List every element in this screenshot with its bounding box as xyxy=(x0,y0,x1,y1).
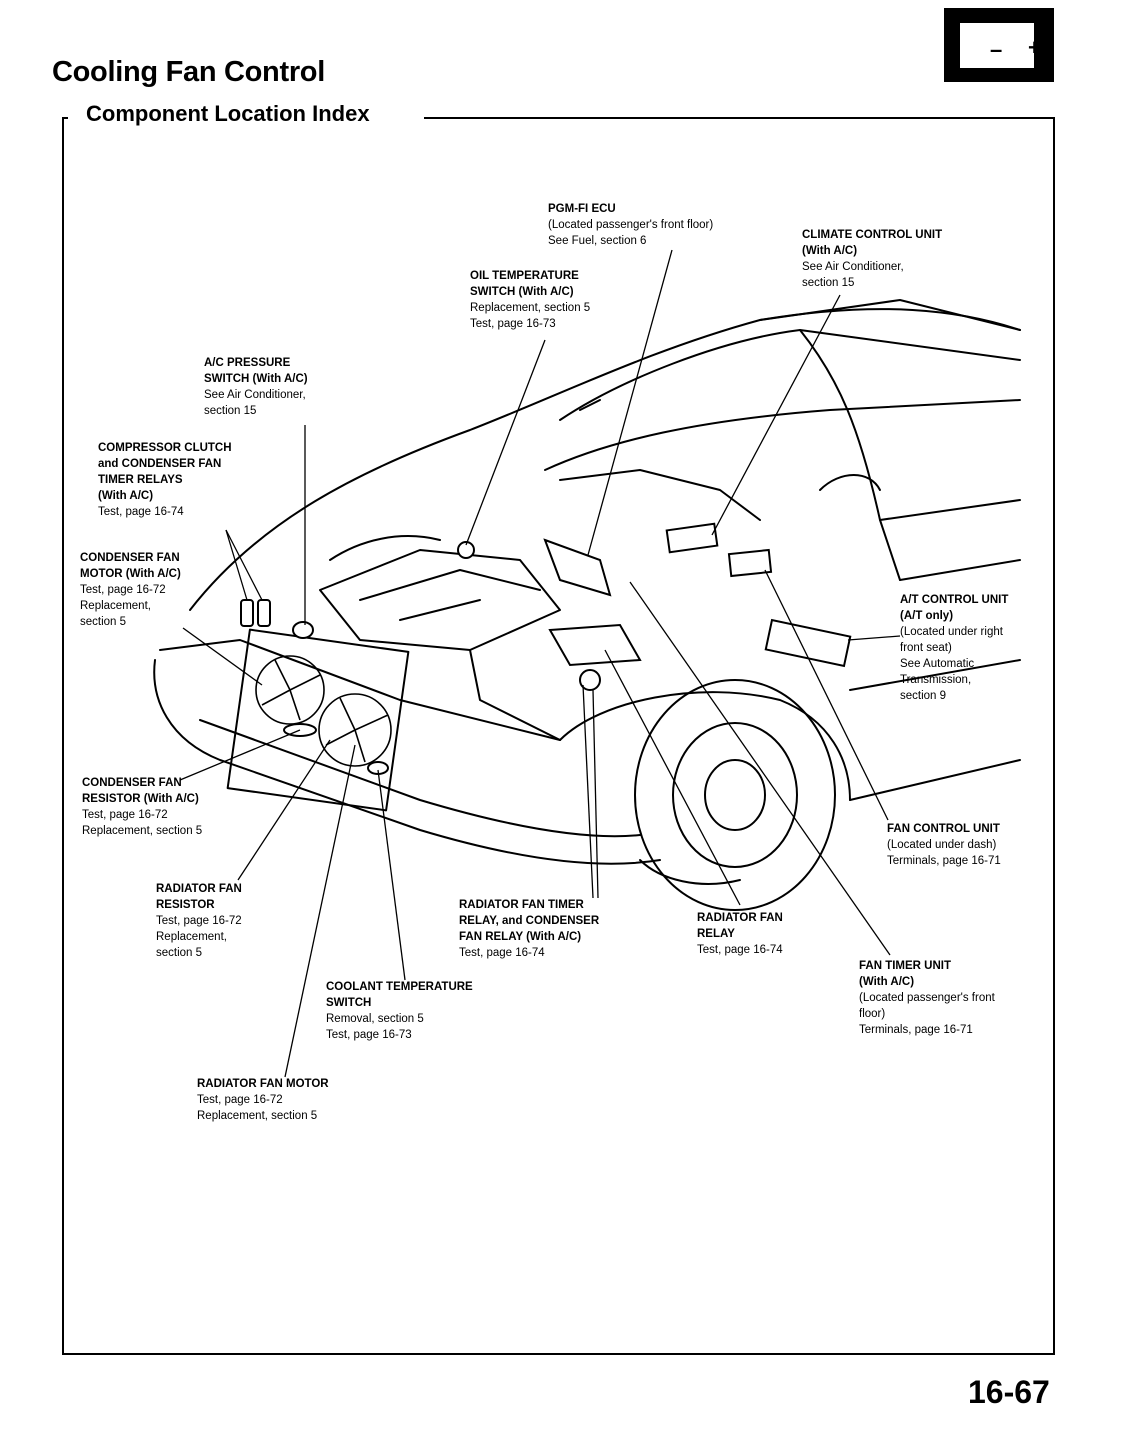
label-climate-control-unit: CLIMATE CONTROL UNIT (With A/C) See Air … xyxy=(802,229,943,289)
fan-timer-box xyxy=(548,623,642,667)
label-pgm-fi-ecu: PGM-FI ECU (Located passenger's front fl… xyxy=(548,203,714,247)
rear-door xyxy=(899,559,1021,581)
radiator-fan xyxy=(318,693,392,767)
roof-line xyxy=(759,308,1021,331)
front-bumper xyxy=(153,659,661,865)
leader-fan-control xyxy=(764,569,889,821)
door-line xyxy=(879,499,1021,521)
windshield-lower xyxy=(544,399,1021,471)
climate-control-box xyxy=(665,522,719,554)
page-title: Cooling Fan Control xyxy=(52,56,325,88)
leader-fan-timer xyxy=(629,581,891,956)
ac-pressure-switch xyxy=(292,621,314,639)
bumper-top xyxy=(159,639,561,741)
front-fender xyxy=(559,691,851,801)
leader-rad-timer-2 xyxy=(592,689,599,899)
section-subtitle: Component Location Index xyxy=(80,101,376,127)
label-radiator-fan-timer-relay: RADIATOR FAN TIMER RELAY, and CONDENSER … xyxy=(459,899,600,959)
fan-control-box xyxy=(727,548,773,578)
label-fan-control-unit: FAN CONTROL UNIT (Located under dash) Te… xyxy=(887,823,1001,867)
condenser-fan xyxy=(255,655,325,725)
windshield xyxy=(559,329,1021,421)
pgm-fi-ecu-box xyxy=(543,538,612,597)
page-number: 16-67 xyxy=(968,1374,1050,1410)
rad-relay-part xyxy=(579,669,601,691)
relay-2 xyxy=(257,599,271,627)
leader-cond-fan-res xyxy=(179,729,301,781)
label-radiator-fan-resistor: RADIATOR FAN RESISTOR Test, page 16-72 R… xyxy=(156,883,242,959)
a-pillar xyxy=(799,329,901,581)
leader-at-control xyxy=(847,635,901,641)
leader-pgm-fi-ecu xyxy=(587,249,673,556)
side-body xyxy=(849,759,1021,801)
leader-oil-temp xyxy=(465,339,546,546)
at-control-box xyxy=(764,618,852,668)
label-oil-temperature-switch: OIL TEMPERATURE SWITCH (With A/C) Replac… xyxy=(470,270,591,330)
front-wheel-inner xyxy=(672,722,798,868)
label-fan-timer-unit: FAN TIMER UNIT (With A/C) (Located passe… xyxy=(859,960,995,1036)
leader-compressor-1 xyxy=(225,529,248,601)
bumper-lower xyxy=(199,719,641,838)
label-coolant-temperature-switch: COOLANT TEMPERATURE SWITCH Removal, sect… xyxy=(326,981,473,1041)
oil-temp-switch xyxy=(457,541,475,559)
front-wheel xyxy=(634,679,836,911)
label-ac-pressure-switch: A/C PRESSURE SWITCH (With A/C) See Air C… xyxy=(204,357,308,417)
radiator-support xyxy=(226,628,410,812)
label-radiator-fan-relay: RADIATOR FAN RELAY Test, page 16-74 xyxy=(697,912,783,956)
leader-rad-fan-motor xyxy=(284,744,356,1078)
leader-compressor-2 xyxy=(225,529,263,601)
label-radiator-fan-motor: RADIATOR FAN MOTOR Test, page 16-72 Repl… xyxy=(197,1078,329,1122)
leader-rad-fan-res xyxy=(237,739,331,881)
leader-climate xyxy=(711,294,841,536)
leader-coolant xyxy=(377,769,406,981)
label-condenser-fan-motor: CONDENSER FAN MOTOR (With A/C) Test, pag… xyxy=(80,552,181,628)
label-compressor-clutch-relays: COMPRESSOR CLUTCH and CONDENSER FAN TIME… xyxy=(98,442,232,518)
diagram-frame xyxy=(62,117,1055,1355)
engine-block xyxy=(319,549,561,651)
battery-icon: – + xyxy=(944,8,1054,82)
fender-edge xyxy=(639,859,741,885)
battery-positive-sign: + xyxy=(1028,35,1041,60)
label-condenser-fan-resistor: CONDENSER FAN RESISTOR (With A/C) Test, … xyxy=(82,777,203,837)
battery-negative-sign: – xyxy=(990,37,1003,62)
relay-1 xyxy=(240,599,254,627)
leader-cond-fan-motor xyxy=(182,627,263,686)
leader-rad-relay xyxy=(604,649,741,906)
leader-rad-timer-1 xyxy=(582,684,594,899)
label-at-control-unit: A/T CONTROL UNIT (A/T only) (Located und… xyxy=(900,594,1009,702)
hood-outline xyxy=(189,299,1021,611)
